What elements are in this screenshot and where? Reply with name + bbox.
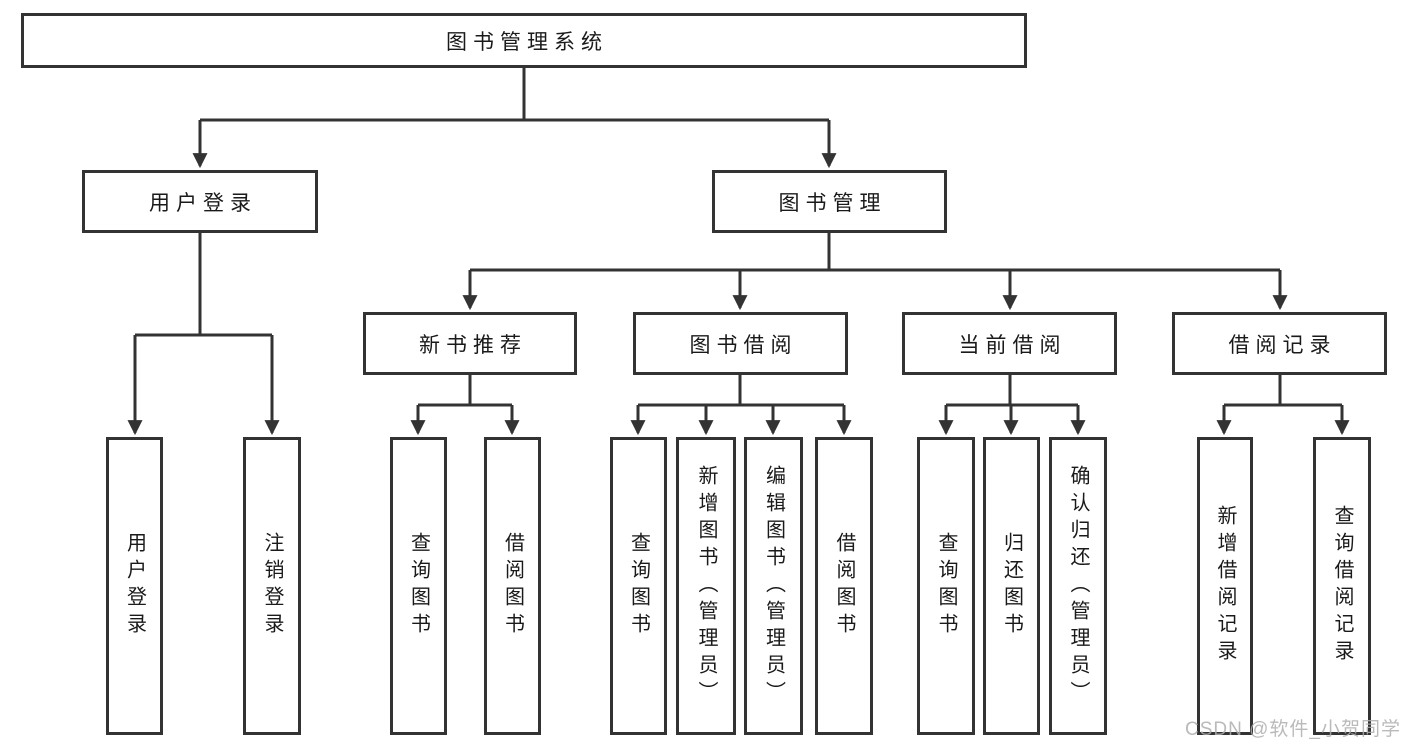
leaf-borrow-query-books: 查询图书	[610, 437, 667, 735]
leaf-borrow-query-books-label: 查询图书	[627, 532, 650, 640]
leaf-current-query-books: 查询图书	[917, 437, 975, 735]
leaf-newbook-query-books-label: 查询图书	[407, 532, 430, 640]
leaf-edit-book-admin-label: 编辑图书（管理员）	[762, 464, 785, 708]
leaf-add-book-admin: 新增图书（管理员）	[676, 437, 736, 735]
node-borrowing-records: 借阅记录	[1172, 312, 1387, 375]
leaf-query-borrow-record: 查询借阅记录	[1313, 437, 1371, 735]
leaf-borrow-books-label: 借阅图书	[833, 532, 855, 640]
leaf-newbook-borrow-books-label: 借阅图书	[501, 532, 524, 640]
leaf-current-query-books-label: 查询图书	[935, 532, 957, 640]
leaf-add-borrow-record: 新增借阅记录	[1197, 437, 1253, 735]
leaf-edit-book-admin: 编辑图书（管理员）	[744, 437, 803, 735]
leaf-return-books: 归还图书	[983, 437, 1040, 735]
leaf-borrow-books: 借阅图书	[815, 437, 873, 735]
leaf-confirm-return-admin: 确认归还（管理员）	[1049, 437, 1107, 735]
node-book-management: 图书管理	[712, 170, 947, 233]
node-root-library-system: 图书管理系统	[21, 13, 1027, 68]
leaf-logout-label: 注销登录	[261, 532, 283, 640]
node-user-login: 用户登录	[82, 170, 318, 233]
leaf-confirm-return-admin-label: 确认归还（管理员）	[1067, 464, 1089, 708]
node-new-book-recommend: 新书推荐	[363, 312, 577, 375]
leaf-newbook-borrow-books: 借阅图书	[484, 437, 541, 735]
node-book-borrowing: 图书借阅	[633, 312, 848, 375]
leaf-user-login-label: 用户登录	[123, 532, 146, 640]
leaf-query-borrow-record-label: 查询借阅记录	[1331, 505, 1353, 667]
node-current-borrowing: 当前借阅	[902, 312, 1117, 375]
leaf-newbook-query-books: 查询图书	[390, 437, 447, 735]
leaf-user-login: 用户登录	[106, 437, 163, 735]
leaf-add-book-admin-label: 新增图书（管理员）	[695, 464, 717, 708]
leaf-logout: 注销登录	[243, 437, 301, 735]
leaf-return-books-label: 归还图书	[1000, 532, 1023, 640]
csdn-watermark: CSDN @软件_小贺同学	[1185, 719, 1401, 740]
leaf-add-borrow-record-label: 新增借阅记录	[1214, 505, 1236, 667]
